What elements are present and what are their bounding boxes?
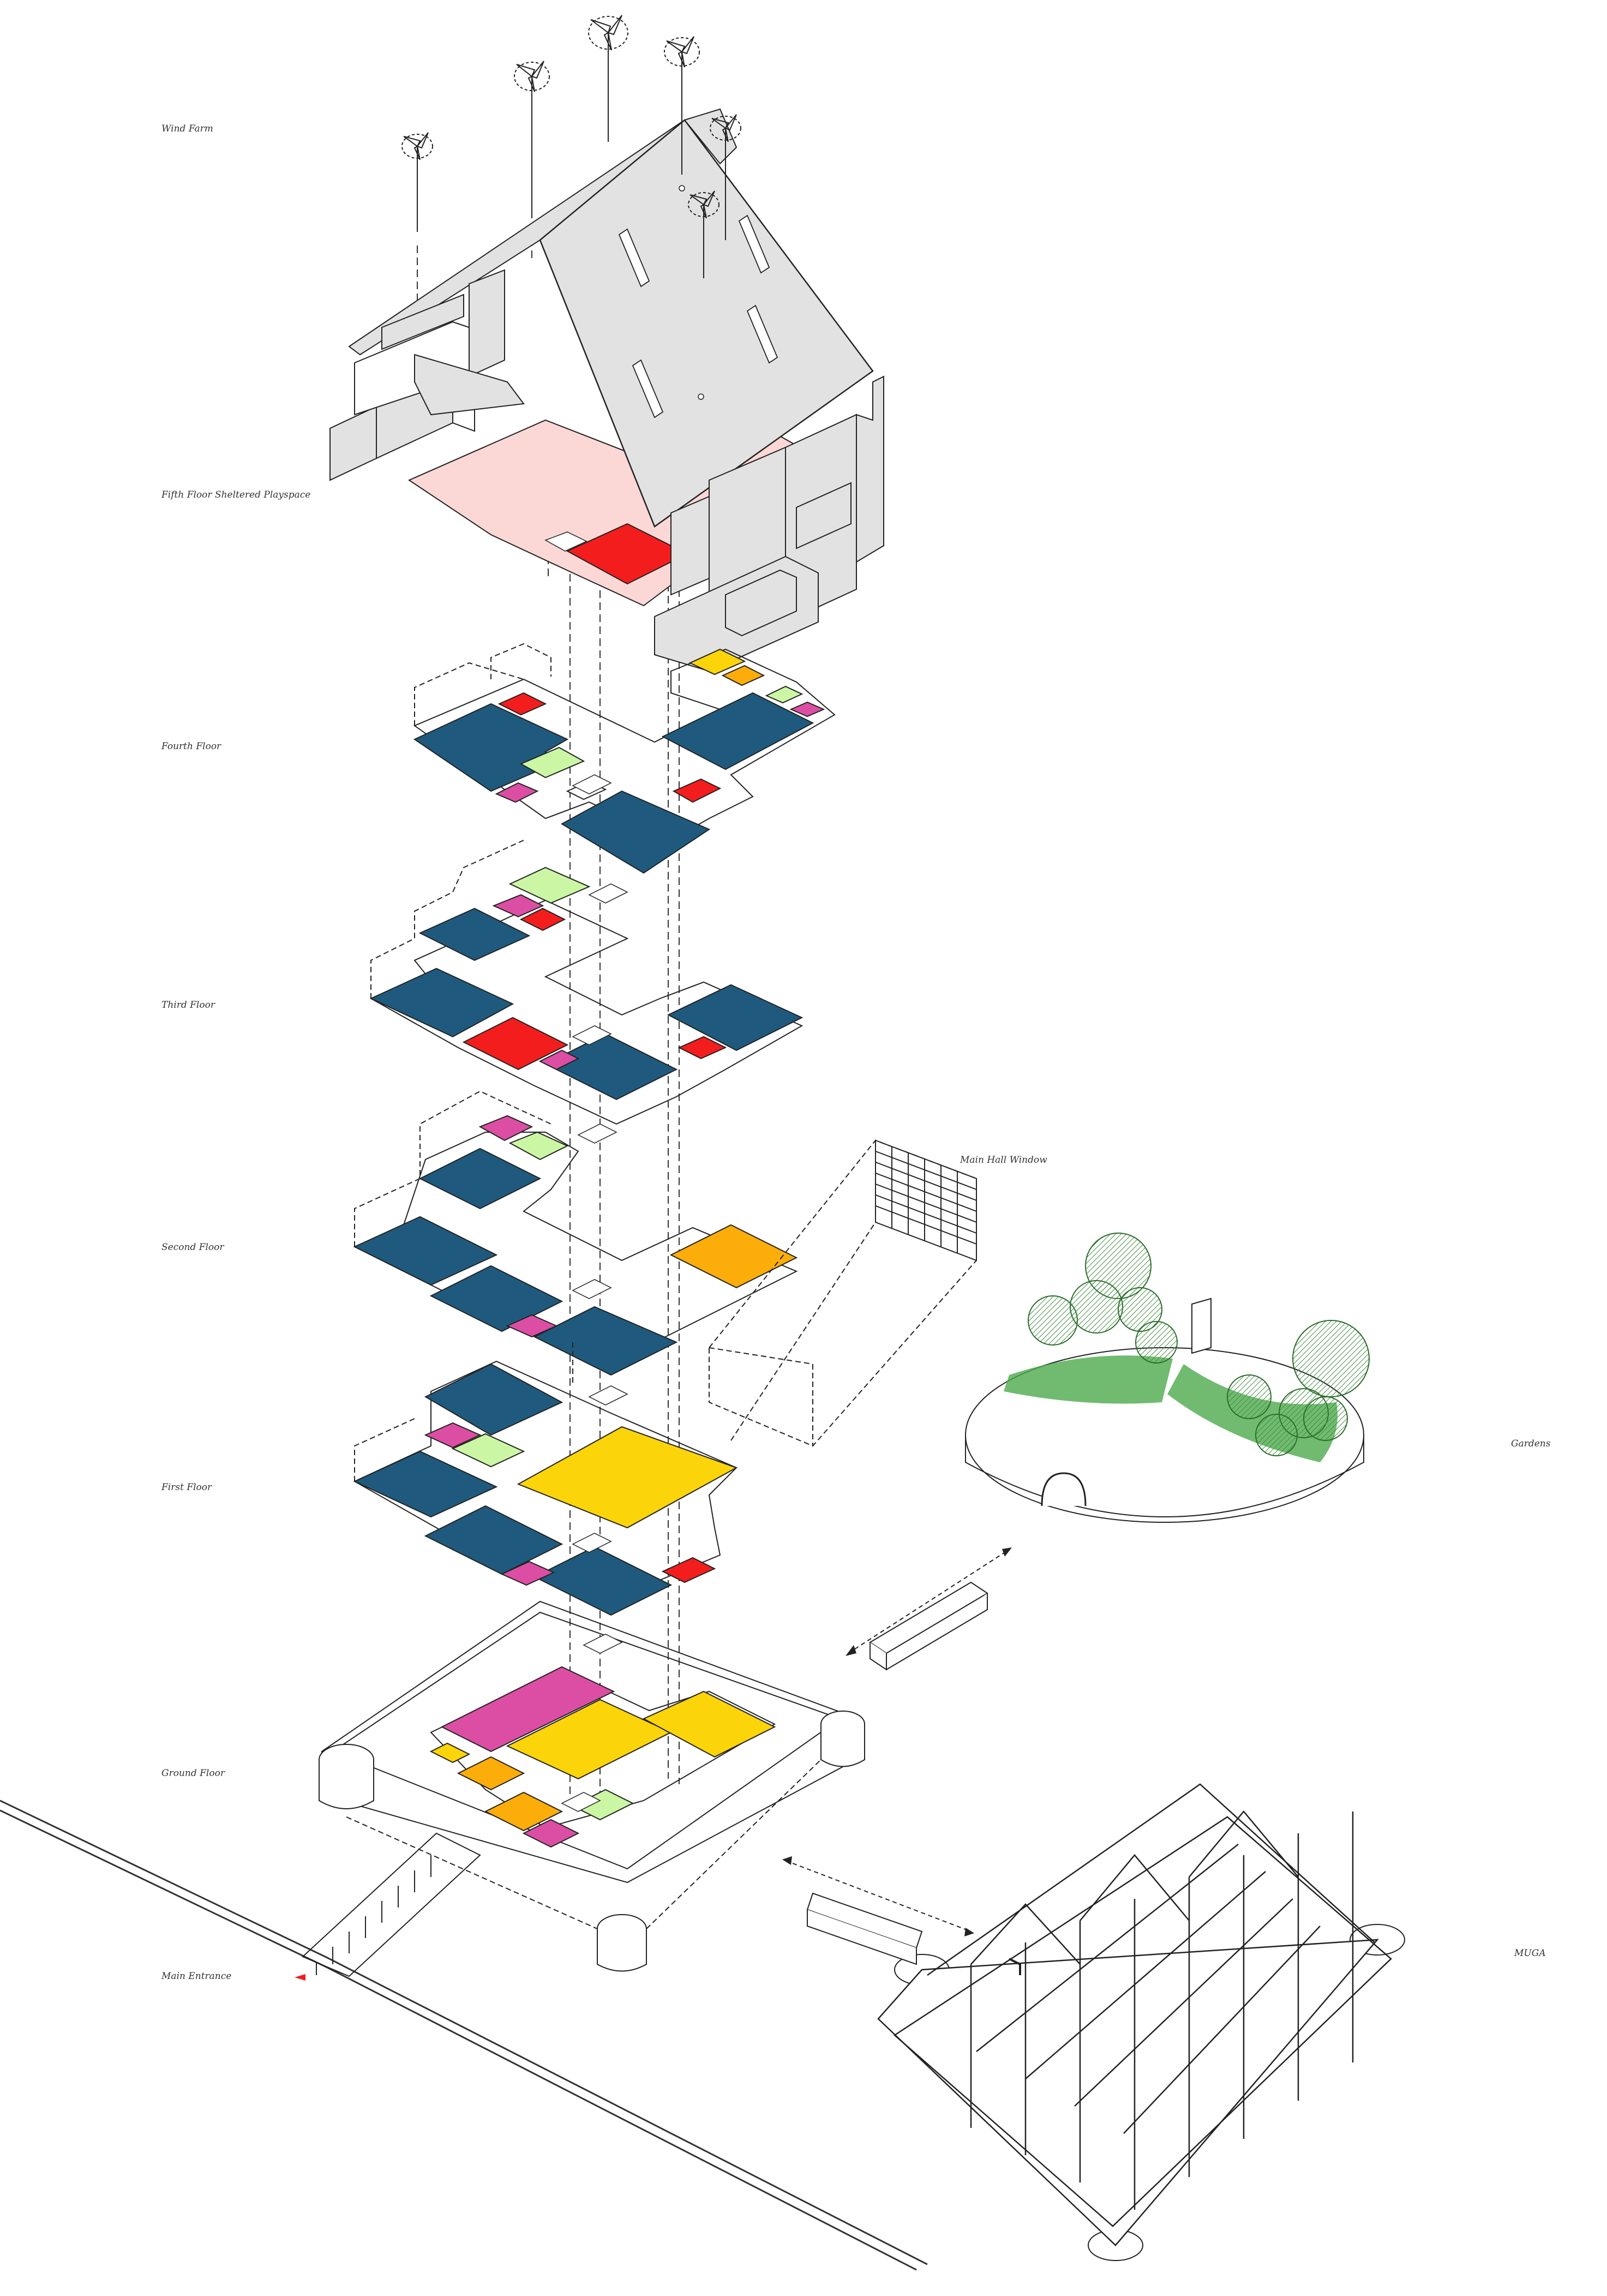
entrance-canopy [302,1832,481,1977]
label-gardens: Gardens [1511,1438,1551,1449]
first-floor [353,1342,738,1616]
wind-turbines [401,15,741,278]
main-hall-volume-dashed [709,1139,977,1447]
ground-floor [429,1666,776,1848]
label-third-floor: Third Floor [161,1000,215,1011]
main-entrance-marker [295,1974,305,1981]
stair-cores [561,774,628,1812]
link-arrowheads [782,1547,1012,1936]
label-second-floor: Second Floor [161,1242,224,1253]
third-floor [369,840,804,1125]
label-main-entrance: Main Entrance [161,1971,232,1982]
label-muga: MUGA [1514,1948,1546,1959]
benches [806,1581,988,1965]
second-floor [353,1090,798,1376]
roof-and-fifth-floor [329,108,884,672]
label-first-floor: First Floor [161,1482,212,1493]
label-fourth-floor: Fourth Floor [161,741,221,752]
label-ground-floor: Ground Floor [161,1768,225,1779]
fourth-floor [413,643,836,874]
label-fifth-floor: Fifth Floor Sheltered Playspace [161,489,311,500]
main-hall-window [875,1139,977,1261]
label-main-hall-window: Main Hall Window [960,1155,1047,1165]
garden-trees [1028,1233,1370,1456]
muga-structure [877,1783,1405,2261]
label-wind-farm: Wind Farm [161,123,213,134]
link-arrows [785,1549,1010,1932]
ground-floor-podium [319,1600,865,1972]
